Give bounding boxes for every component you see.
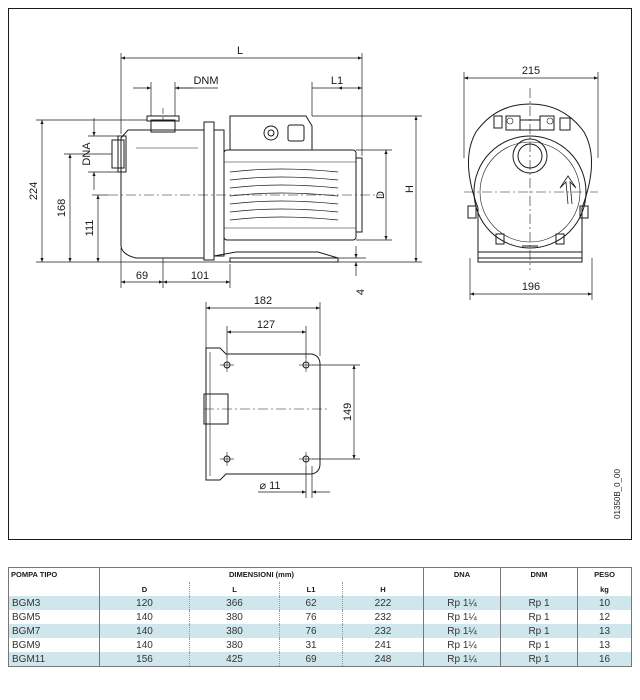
dim-D: D <box>375 191 387 199</box>
cell-model: BGM7 <box>8 624 100 638</box>
cell-DNA: Rp 1¼ <box>423 610 502 624</box>
col-header-model: POMPA TIPO <box>8 567 100 582</box>
drawing-code: 01350B_0_00 <box>613 469 622 519</box>
cell-H: 232 <box>341 624 425 638</box>
cell-H: 232 <box>341 610 425 624</box>
technical-drawing: L DNM L1 DNA 224 168 111 69 101 D H 4 <box>8 8 632 540</box>
cell-DNM: Rp 1 <box>500 610 579 624</box>
cell-D: 120 <box>99 596 190 610</box>
cell-DNM: Rp 1 <box>500 652 579 667</box>
col-header-dna: DNA <box>423 567 502 582</box>
cell-L: 425 <box>189 652 280 667</box>
cell-DNA: Rp 1¼ <box>423 652 502 667</box>
cell-DNM: Rp 1 <box>500 638 579 652</box>
col-header-dims: DIMENSIONI (mm) <box>99 567 425 582</box>
table-row: BGM7 140 380 76 232 Rp 1¼ Rp 1 13 <box>8 624 633 638</box>
cell-kg: 13 <box>577 638 633 652</box>
cell-DNM: Rp 1 <box>500 596 579 610</box>
cell-DNA: Rp 1¼ <box>423 624 502 638</box>
dim-168: 168 <box>56 199 68 217</box>
cell-model: BGM3 <box>8 596 100 610</box>
dim-69: 69 <box>136 270 148 282</box>
dim-DNM: DNM <box>193 75 218 87</box>
col-header-dnm: DNM <box>500 567 579 582</box>
dim-111: 111 <box>84 220 96 237</box>
cell-L1: 76 <box>279 610 343 624</box>
foot-view <box>203 347 330 481</box>
col-header-weight: PESO <box>577 567 633 582</box>
cell-L1: 62 <box>279 596 343 610</box>
dim-101: 101 <box>191 270 209 282</box>
cell-model: BGM9 <box>8 638 100 652</box>
col-header-L: L <box>189 582 280 596</box>
cell-DNA: Rp 1¼ <box>423 638 502 652</box>
cell-D: 156 <box>99 652 190 667</box>
cell-L: 380 <box>189 638 280 652</box>
cell-L: 380 <box>189 624 280 638</box>
dim-127: 127 <box>257 319 275 331</box>
drawing-frame <box>8 8 632 540</box>
cell-kg: 10 <box>577 596 633 610</box>
cell-L: 380 <box>189 610 280 624</box>
dim-L1: L1 <box>331 75 343 87</box>
dim-4: 4 <box>355 289 367 295</box>
table-row: BGM5 140 380 76 232 Rp 1¼ Rp 1 12 <box>8 610 633 624</box>
col-header-D: D <box>141 585 148 594</box>
dim-H: H <box>404 185 416 193</box>
cell-model: BGM11 <box>8 652 100 667</box>
dim-215: 215 <box>522 65 540 77</box>
table-row: BGM11 156 425 69 248 Rp 1¼ Rp 1 16 <box>8 652 633 667</box>
cell-D: 140 <box>136 639 153 651</box>
dim-hole-11: ⌀ 11 <box>259 480 280 492</box>
col-header-kg: kg <box>577 582 633 596</box>
dim-196: 196 <box>522 281 540 293</box>
table-row: BGM3 120 366 62 222 Rp 1¼ Rp 1 10 <box>8 596 633 610</box>
cell-D: 140 <box>99 624 190 638</box>
cell-H: 248 <box>341 652 425 667</box>
cell-kg: 12 <box>577 610 633 624</box>
cell-H: 241 <box>341 638 425 652</box>
col-header-L1: L1 <box>279 582 343 596</box>
cell-D: 140 <box>136 611 153 623</box>
cell-kg: 16 <box>577 652 633 667</box>
cell-DNM: Rp 1 <box>500 624 579 638</box>
front-view <box>464 88 598 270</box>
dim-149: 149 <box>342 403 354 421</box>
cell-L: 366 <box>189 596 280 610</box>
cell-model: BGM5 <box>8 610 100 624</box>
col-header-H: H <box>341 582 425 596</box>
side-view <box>108 108 383 263</box>
cell-L1: 31 <box>279 638 343 652</box>
cell-kg: 13 <box>577 624 633 638</box>
table-row: BGM9 140 380 31 241 Rp 1¼ Rp 1 13 <box>8 638 633 652</box>
cell-H: 222 <box>341 596 425 610</box>
cell-L1: 76 <box>279 624 343 638</box>
dim-224: 224 <box>28 182 40 200</box>
dim-DNA: DNA <box>81 142 93 166</box>
cell-L1: 69 <box>279 652 343 667</box>
drawing-svg: L DNM L1 DNA 224 168 111 69 101 D H 4 <box>8 8 632 540</box>
dim-L: L <box>237 45 243 57</box>
dim-182: 182 <box>254 295 272 307</box>
spec-table: POMPA TIPO DIMENSIONI (mm) DNA DNM PESO … <box>8 567 633 667</box>
cell-DNA: Rp 1¼ <box>423 596 502 610</box>
